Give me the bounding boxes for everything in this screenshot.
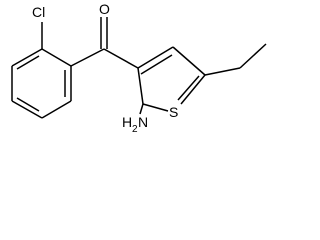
bond [180,74,206,105]
bond-ring-carbonyl [70,48,105,67]
bond [16,97,40,112]
bond [11,48,43,67]
structure-svg: Cl O H 2 N S [11,1,267,135]
bond [140,54,173,75]
bond-ethyl [239,43,267,69]
bond-c-n [139,103,144,115]
bond-ethyl [204,67,241,76]
amino-n-label: N [138,114,148,130]
oxygen-atom-label: O [99,1,110,17]
bond [41,100,72,119]
benzene-ring [11,48,72,119]
bond [172,46,206,76]
bond-carbonyl-thiophene [103,48,139,69]
amino-h-label: H [122,114,132,130]
bond [41,48,72,67]
bond [137,67,144,105]
structure-diagram: Cl O H 2 N S [11,1,267,135]
bond [177,75,200,101]
bond [16,55,40,70]
amino-group-label: H 2 N [122,114,148,135]
bond [142,103,169,112]
sulfur-atom-label: S [169,104,178,120]
bond [137,46,174,69]
thiophene-ring [137,46,206,112]
chlorine-atom-label: Cl [32,4,45,20]
amino-subscript-label: 2 [132,124,138,135]
bond [11,100,43,119]
